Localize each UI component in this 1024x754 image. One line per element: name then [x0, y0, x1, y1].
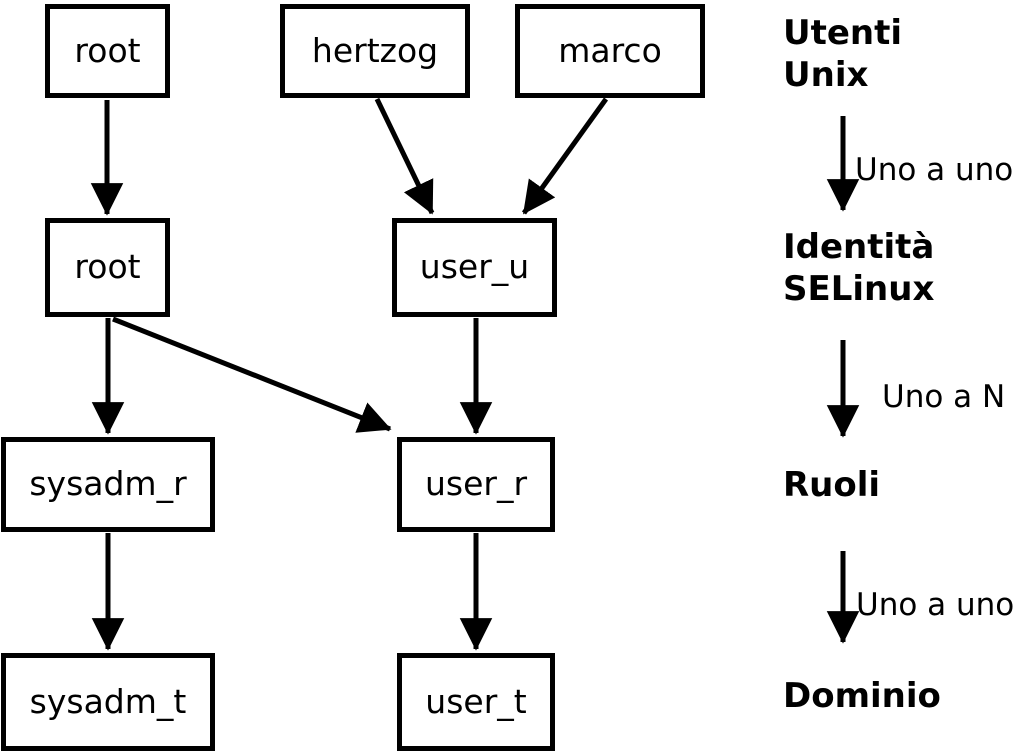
legend-level-identita-selinux-line2: SELinux [783, 269, 935, 309]
node-hertzog-label: hertzog [311, 30, 439, 70]
node-marco-label: marco [558, 30, 662, 70]
node-sysadm-t: sysadm_t [1, 653, 215, 751]
legend-relation-uno-a-uno-1: Uno a uno [855, 152, 1014, 188]
legend-relation-uno-a-n: Uno a N [882, 379, 1006, 415]
legend-level-identita-selinux: Identità SELinux [783, 226, 934, 310]
node-user-u-label: user_u [419, 247, 530, 287]
legend-level-dominio-line1: Dominio [783, 676, 941, 716]
node-marco: marco [515, 4, 705, 98]
node-hertzog: hertzog [280, 4, 470, 98]
legend-level-identita-selinux-line1: Identità [783, 227, 935, 267]
node-sysadm-r-label: sysadm_r [29, 464, 187, 504]
edge-marco-to-user-u [521, 97, 609, 215]
edge-hertzog-to-user-u [374, 97, 435, 215]
legend-level-utenti-unix-line2: Unix [783, 55, 869, 95]
node-user-r-label: user_r [424, 464, 528, 504]
node-user-r: user_r [397, 437, 555, 532]
node-sysadm-r: sysadm_r [1, 437, 215, 532]
node-root-selinux-label: root [74, 247, 141, 287]
node-user-t: user_t [397, 653, 555, 751]
node-root-selinux: root [45, 218, 170, 317]
node-sysadm-t-label: sysadm_t [29, 681, 187, 721]
node-user-t-label: user_t [425, 681, 527, 721]
node-user-u: user_u [392, 218, 557, 317]
node-root-unix-label: root [74, 30, 141, 70]
legend-level-dominio: Dominio [783, 675, 941, 717]
legend-level-utenti-unix: Utenti Unix [783, 12, 902, 96]
legend-level-utenti-unix-line1: Utenti [783, 13, 903, 53]
legend-level-ruoli-line1: Ruoli [783, 465, 881, 505]
legend-level-ruoli: Ruoli [783, 464, 880, 506]
legend-relation-uno-a-uno-2: Uno a uno [856, 587, 1015, 623]
node-root-unix: root [45, 4, 170, 98]
edge-root-selinux-to-user-r [112, 316, 392, 433]
